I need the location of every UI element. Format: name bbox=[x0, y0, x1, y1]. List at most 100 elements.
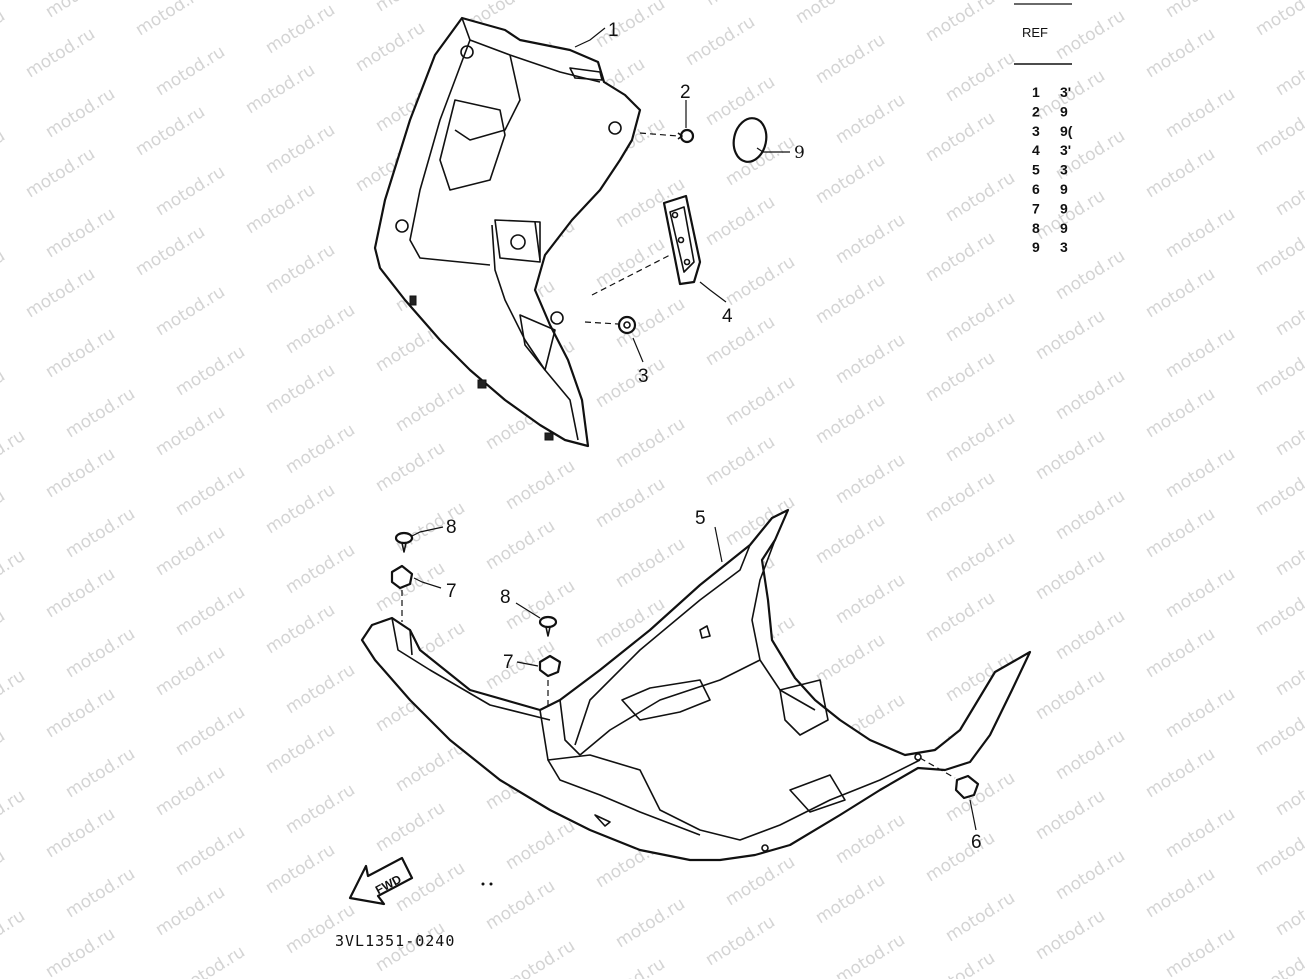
watermark-text: motod.ru bbox=[612, 534, 689, 592]
watermark-text: motod.ru bbox=[42, 564, 119, 622]
watermark-text: motod.ru bbox=[592, 954, 669, 979]
ref-part-number: 9( bbox=[1060, 123, 1073, 139]
watermark-text: motod.ru bbox=[0, 666, 29, 724]
emblem-part-9 bbox=[732, 117, 768, 163]
watermark-text: motod.ru bbox=[262, 720, 339, 778]
ref-part-number: 3' bbox=[1060, 84, 1071, 100]
ref-part-number: 3 bbox=[1060, 239, 1068, 255]
ref-part-number: 9 bbox=[1060, 200, 1068, 216]
ref-number: 7 bbox=[1032, 200, 1040, 216]
watermark-text: motod.ru bbox=[352, 18, 429, 76]
watermark-text: motod.ru bbox=[722, 372, 799, 430]
watermark-text: motod.ru bbox=[42, 804, 119, 862]
watermark-text: motod.ru bbox=[502, 816, 579, 874]
watermark-text: motod.ru bbox=[0, 126, 9, 184]
watermark-text: motod.ru bbox=[42, 84, 119, 142]
watermark-text: motod.ru bbox=[62, 504, 139, 562]
ref-number: 6 bbox=[1032, 181, 1040, 197]
watermark-text: motod.ru bbox=[172, 462, 249, 520]
watermark-text: motod.ru bbox=[152, 162, 229, 220]
watermark-text: motod.ru bbox=[1032, 186, 1109, 244]
watermark-text: motod.ru bbox=[262, 240, 339, 298]
watermark-text: motod.ru bbox=[1032, 306, 1109, 364]
watermark-text: motod.ru bbox=[22, 264, 99, 322]
watermark-text: motod.ru bbox=[152, 882, 229, 940]
watermark-text: motod.ru bbox=[1252, 342, 1305, 400]
watermark-text: motod.ru bbox=[0, 546, 29, 604]
callout-7-center: 7 bbox=[503, 652, 514, 673]
watermark-text: motod.ru bbox=[832, 210, 909, 268]
watermark-text: motod.ru bbox=[172, 942, 249, 979]
ref-number: 5 bbox=[1032, 162, 1040, 178]
watermark-text: motod.ru bbox=[922, 588, 999, 646]
watermark-text: motod.ru bbox=[812, 150, 889, 208]
watermark-text: motod.ru bbox=[1252, 0, 1305, 40]
ref-part-number: 3 bbox=[1060, 162, 1068, 178]
footboard-part-5 bbox=[360, 508, 1032, 862]
clip-part-7-center bbox=[538, 654, 562, 706]
watermark-text: motod.ru bbox=[392, 378, 469, 436]
watermark-text: motod.ru bbox=[262, 600, 339, 658]
watermark-text: motod.ru bbox=[42, 204, 119, 262]
leader-lines bbox=[411, 27, 977, 831]
watermark-text: motod.ru bbox=[922, 348, 999, 406]
watermark-text: motod.ru bbox=[1252, 822, 1305, 880]
watermark-text: motod.ru bbox=[172, 822, 249, 880]
watermark-text: motod.ru bbox=[282, 300, 359, 358]
watermark-text: motod.ru bbox=[1052, 846, 1129, 904]
watermark-text: motod.ru bbox=[922, 468, 999, 526]
watermark-text: motod.ru bbox=[1052, 366, 1129, 424]
watermark-text: motod.ru bbox=[592, 474, 669, 532]
watermark-text: motod.ru bbox=[152, 522, 229, 580]
ref-part-number: 9 bbox=[1060, 103, 1068, 119]
watermark-text: motod.ru bbox=[22, 144, 99, 202]
watermark-text: motod.ru bbox=[1252, 462, 1305, 520]
watermark-text: motod.ru bbox=[372, 438, 449, 496]
watermark-text: motod.ru bbox=[262, 0, 339, 58]
watermark-text: motod.ru bbox=[1162, 84, 1239, 142]
watermark-text: motod.ru bbox=[1252, 222, 1305, 280]
watermark-text: motod.ru bbox=[1162, 204, 1239, 262]
watermark-text: motod.ru bbox=[242, 60, 319, 118]
watermark-text: motod.ru bbox=[152, 42, 229, 100]
screw-part-2 bbox=[639, 128, 695, 144]
ref-number: 1 bbox=[1032, 84, 1040, 100]
callout-5: 5 bbox=[695, 508, 706, 529]
watermark-text: motod.ru bbox=[62, 624, 139, 682]
watermark-text: motod.ru bbox=[1162, 804, 1239, 862]
watermark-text: motod.ru bbox=[942, 768, 1019, 826]
watermark-text: motod.ru bbox=[592, 354, 669, 412]
callout-6: 6 bbox=[971, 832, 982, 853]
watermark-text: motod.ru bbox=[922, 228, 999, 286]
watermark-text: motod.ru bbox=[0, 426, 29, 484]
callout-8-center: 8 bbox=[500, 587, 511, 608]
watermark-text: motod.ru bbox=[1162, 564, 1239, 622]
watermark-text: motod.ru bbox=[1252, 702, 1305, 760]
watermark-text: motod.ru bbox=[1032, 786, 1109, 844]
watermark-text: motod.ru bbox=[282, 540, 359, 598]
watermark-text: motod.ru bbox=[922, 108, 999, 166]
watermark-text: motod.ru bbox=[42, 924, 119, 979]
watermark-text: motod.ru bbox=[1272, 762, 1305, 820]
watermark-text: motod.ru bbox=[1272, 882, 1305, 940]
watermark-text: motod.ru bbox=[592, 234, 669, 292]
watermark-text: motod.ru bbox=[1252, 942, 1305, 979]
watermark-text: motod.ru bbox=[942, 888, 1019, 946]
watermark-text: motod.ru bbox=[152, 282, 229, 340]
watermark-text: motod.ru bbox=[242, 180, 319, 238]
watermark-text: motod.ru bbox=[1032, 426, 1109, 484]
watermark-text: motod.ru bbox=[1142, 504, 1219, 562]
watermark-text: motod.ru bbox=[812, 630, 889, 688]
watermark-text: motod.ru bbox=[172, 702, 249, 760]
watermark-text: motod.ru bbox=[152, 402, 229, 460]
watermark-text: motod.ru bbox=[722, 852, 799, 910]
watermark-text: motod.ru bbox=[1162, 444, 1239, 502]
watermark-text: motod.ru bbox=[832, 810, 909, 868]
watermark-text: motod.ru bbox=[262, 840, 339, 898]
callout-9: 9 bbox=[794, 143, 805, 163]
watermark-text: motod.ru bbox=[152, 642, 229, 700]
watermark-text: motod.ru bbox=[42, 684, 119, 742]
watermark-text: motod.ru bbox=[42, 0, 119, 22]
watermark-text: motod.ru bbox=[942, 168, 1019, 226]
